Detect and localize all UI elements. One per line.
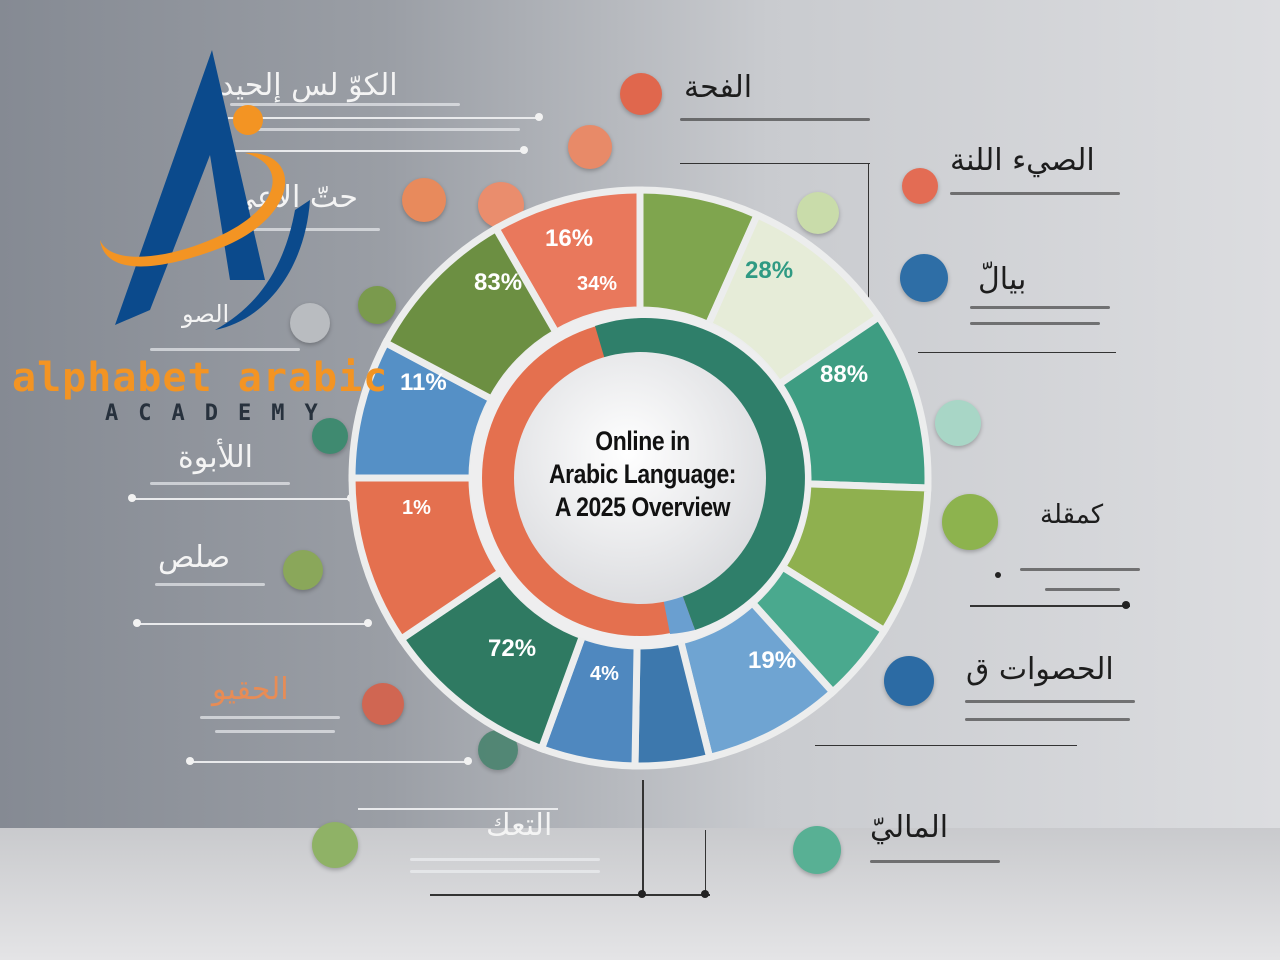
connector-dot <box>535 113 543 121</box>
fine-text <box>410 858 600 861</box>
connector-line <box>430 894 710 896</box>
right-heading-5: الحصوات ق <box>966 652 1114 687</box>
connector-line <box>705 830 706 894</box>
title-line-3: A 2025 Overview <box>554 492 731 522</box>
connector-line <box>815 745 1077 746</box>
bubble <box>942 494 998 550</box>
left-heading-1: الكوّ لس إلحيد <box>220 68 398 103</box>
segment-label: 88% <box>820 361 869 388</box>
segment-label: 28% <box>745 257 794 284</box>
connector-dot <box>133 619 141 627</box>
fine-text <box>1045 588 1120 591</box>
left-heading-3: الصو <box>182 300 230 328</box>
right-heading-4: كمقلة <box>1040 500 1104 530</box>
connector-dot <box>701 890 709 898</box>
bubble <box>884 656 934 706</box>
connector-dot <box>638 890 646 898</box>
fine-text <box>150 482 290 485</box>
logo-wordmark: alphabet arabic <box>12 355 389 401</box>
fine-text <box>150 348 300 351</box>
right-heading-1: الفحة <box>684 70 753 105</box>
connector-line <box>210 150 525 152</box>
fine-text <box>950 192 1120 195</box>
left-heading-4: اللأبوة <box>178 440 253 475</box>
bubble <box>290 303 330 343</box>
connector-dot <box>520 146 528 154</box>
logo-subtitle: ACADEMY <box>105 401 338 426</box>
bubble <box>900 254 948 302</box>
segment-label: 1% <box>402 497 431 519</box>
fine-text <box>240 228 380 231</box>
fine-text <box>965 700 1135 703</box>
bubble <box>902 168 938 204</box>
bubble <box>312 418 348 454</box>
center-title: Online in Arabic Language: A 2025 Overvi… <box>538 425 746 524</box>
segment-label: 83% <box>474 269 523 296</box>
bubble <box>620 73 662 115</box>
connector-line <box>970 605 1130 607</box>
left-heading-5: صلص <box>158 540 231 575</box>
right-heading-3: بيالّ <box>978 262 1027 297</box>
segment-label: 16% <box>545 225 594 252</box>
fine-text <box>970 306 1110 309</box>
segment-label: 19% <box>748 647 797 674</box>
bubble <box>568 125 612 169</box>
fine-text <box>230 103 460 106</box>
donut-chart <box>348 186 932 770</box>
fine-text <box>1020 568 1140 571</box>
connector-line <box>130 498 352 500</box>
left-heading-6: الحقيو <box>212 672 289 707</box>
title-line-2: Arabic Language: <box>548 459 737 489</box>
segment-label: 11% <box>400 369 447 396</box>
academy-logo-icon <box>100 50 310 330</box>
connector-line <box>358 808 558 810</box>
connector-dot <box>995 572 1001 578</box>
bubble <box>362 683 404 725</box>
bubble <box>793 826 841 874</box>
bubble <box>797 192 839 234</box>
left-heading-7: التعك <box>486 808 553 843</box>
fine-text <box>870 860 1000 863</box>
fine-text <box>155 583 265 586</box>
segment-label: 4% <box>590 663 619 685</box>
connector-line <box>135 623 370 625</box>
bubble <box>358 286 396 324</box>
connector-line <box>228 117 538 119</box>
connector-dot <box>364 619 372 627</box>
connector-line <box>190 761 470 763</box>
segment-label: 72% <box>488 635 537 662</box>
connector-line <box>918 352 1116 353</box>
fine-text <box>200 716 340 719</box>
center-disc <box>514 352 766 604</box>
fine-text <box>970 322 1100 325</box>
bubble <box>283 550 323 590</box>
bubble <box>402 178 446 222</box>
segment-label: 34% <box>577 273 618 295</box>
bubble <box>312 822 358 868</box>
connector-dot <box>464 757 472 765</box>
connector-dot <box>186 757 194 765</box>
title-line-1: Online in <box>595 426 690 456</box>
connector-dot <box>128 494 136 502</box>
connector-line <box>680 163 870 164</box>
bubble <box>935 400 981 446</box>
connector-dot <box>1122 601 1130 609</box>
fine-text <box>250 128 520 131</box>
left-heading-2: حتّ الأعي <box>232 180 358 215</box>
fine-text <box>965 718 1130 721</box>
fine-text <box>215 730 335 733</box>
connector-line <box>642 780 644 894</box>
right-heading-6: الماليّ <box>870 810 949 845</box>
right-heading-2: الصيء اللنة <box>950 143 1095 178</box>
fine-text <box>680 118 870 121</box>
fine-text <box>410 870 600 873</box>
connector-line <box>868 163 869 303</box>
